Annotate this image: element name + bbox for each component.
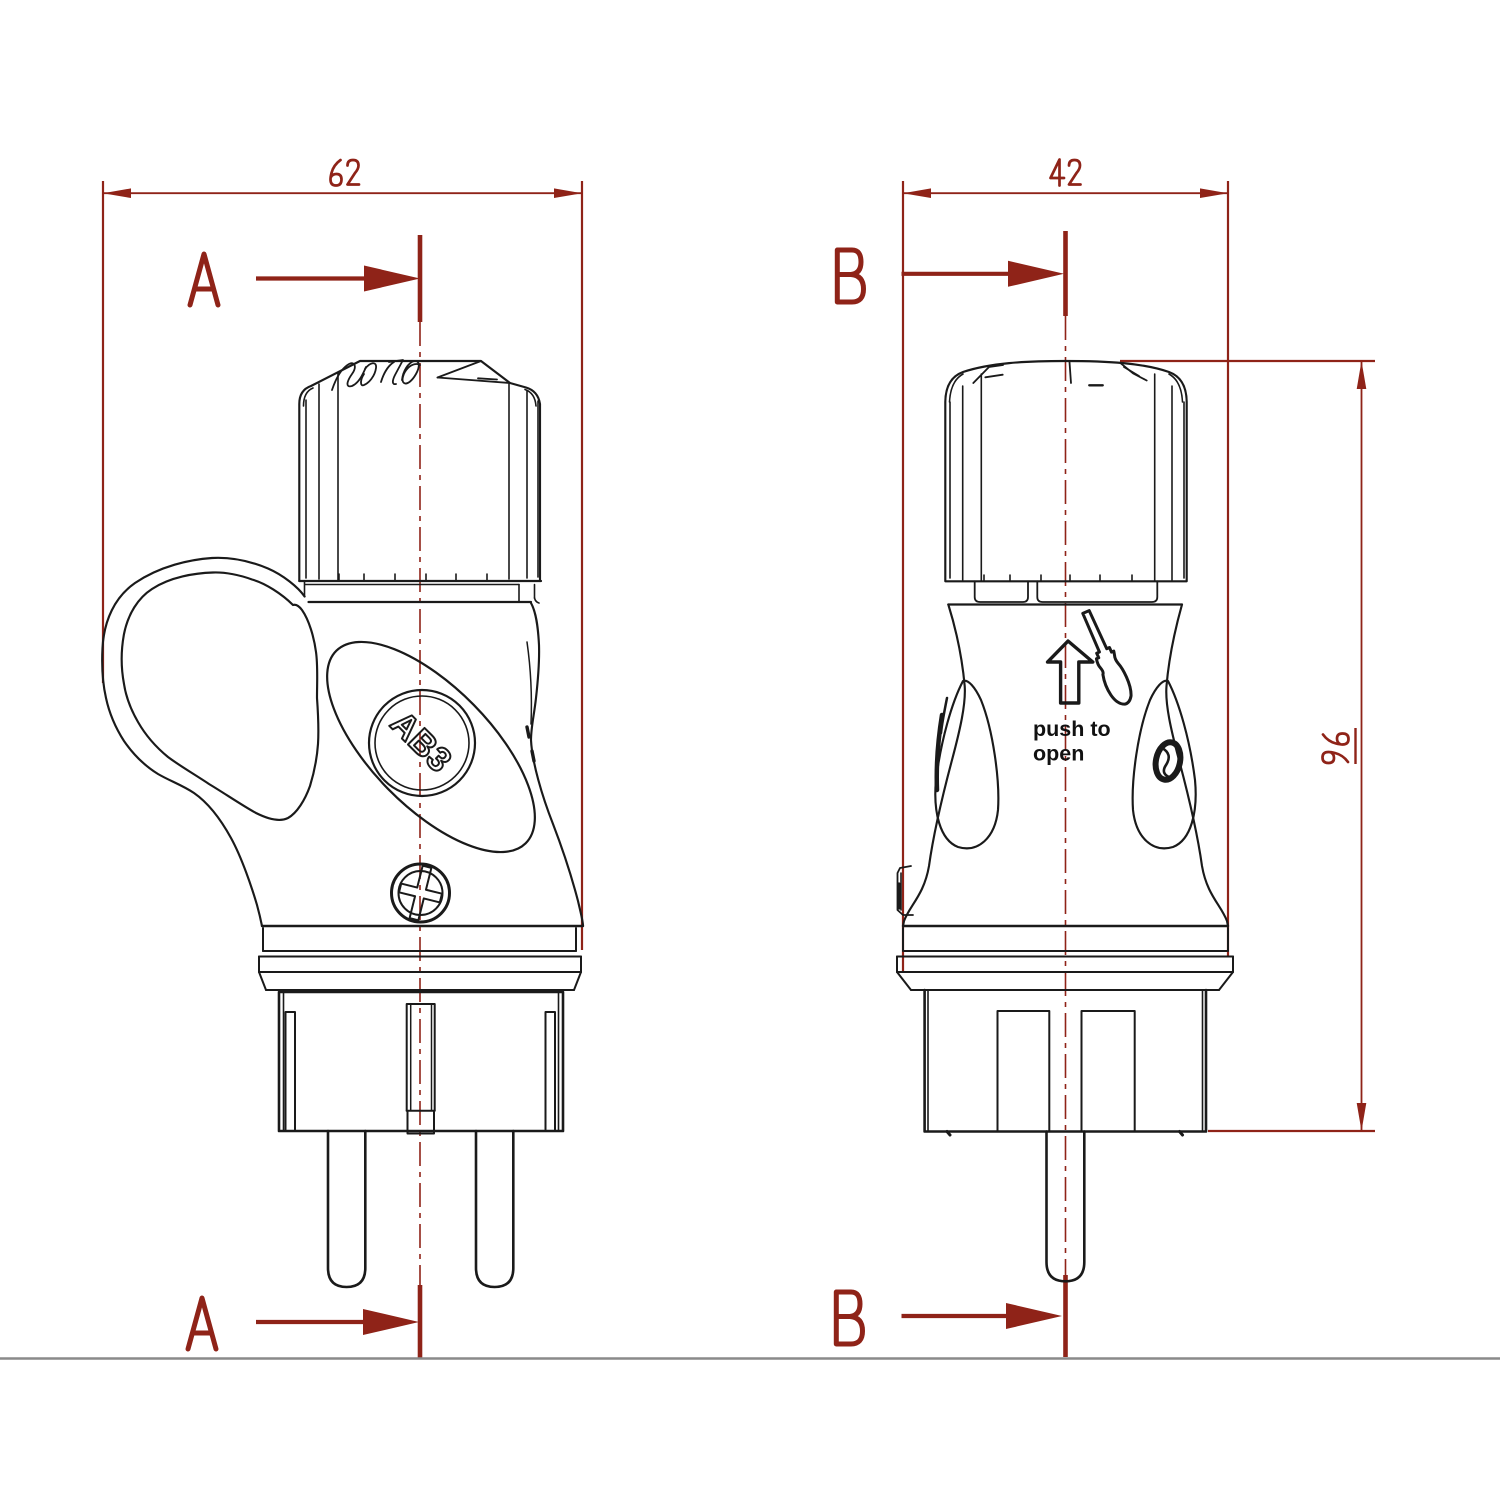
svg-text:push to: push to <box>1033 717 1111 741</box>
svg-text:open: open <box>1033 742 1084 766</box>
